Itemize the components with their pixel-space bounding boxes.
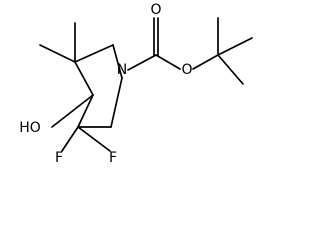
atom-label-ester-o: O bbox=[181, 62, 192, 78]
bond-c3-c4 bbox=[74, 61, 94, 96]
bond-methyl-left bbox=[39, 44, 76, 63]
molecule-diagram: O O N HO F F bbox=[19, 2, 253, 166]
bond-c5-f-right bbox=[77, 126, 111, 152]
bond-c4-c5 bbox=[77, 94, 94, 128]
bond-tbu-lower bbox=[217, 54, 244, 85]
skeletal-formula: O O N HO F F bbox=[19, 2, 253, 166]
bond-n-c2 bbox=[112, 44, 123, 79]
bond-ester-o-tbu bbox=[192, 54, 219, 70]
atom-label-ring-n: N bbox=[117, 62, 127, 78]
bond-tbu-right bbox=[217, 37, 253, 56]
bond-carbonyl-ester-o bbox=[155, 54, 181, 70]
atom-label-fluorine-right: F bbox=[109, 150, 117, 166]
bond-n-carbonyl bbox=[127, 54, 157, 71]
atom-label-hydroxyl: HO bbox=[19, 120, 41, 136]
atom-label-fluorine-left: F bbox=[55, 150, 63, 166]
bond-c6-n bbox=[110, 77, 123, 128]
bond-c2-c3 bbox=[74, 44, 114, 63]
atom-label-carbonyl-o: O bbox=[150, 2, 161, 18]
bond-c4-oh bbox=[51, 94, 94, 128]
bond-c5-f-left bbox=[61, 126, 79, 152]
